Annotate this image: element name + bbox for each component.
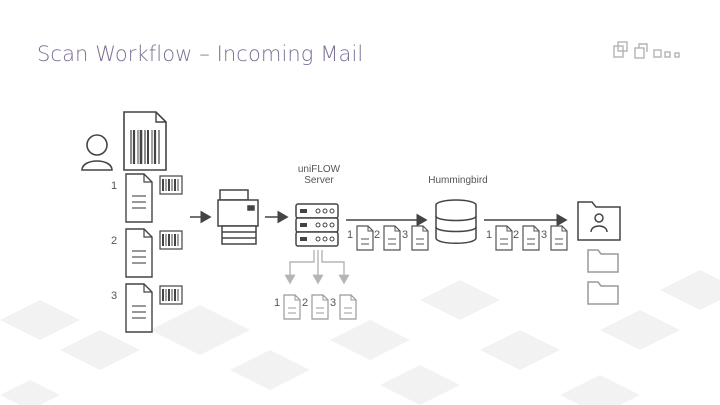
small-document-icon bbox=[283, 294, 301, 320]
small-document-icon bbox=[550, 225, 568, 251]
small-document-icon bbox=[356, 225, 374, 251]
server-output-number: 2 bbox=[302, 297, 309, 309]
folder-user-icon bbox=[577, 201, 621, 241]
server-output-number: 3 bbox=[330, 297, 337, 309]
server-label-line2: Server bbox=[304, 175, 334, 186]
input-doc-number: 2 bbox=[111, 235, 118, 247]
barcode-document-icon bbox=[123, 111, 167, 171]
database-icon bbox=[435, 199, 477, 244]
server-branch-arrows bbox=[284, 250, 350, 285]
server-label: uniFLOW Server bbox=[286, 164, 352, 186]
small-document-icon bbox=[383, 225, 401, 251]
hummingbird-output-number: 3 bbox=[541, 229, 548, 241]
input-documents bbox=[125, 173, 183, 333]
user-icon bbox=[81, 134, 113, 171]
hummingbird-output-number: 1 bbox=[486, 229, 493, 241]
folder-icon bbox=[587, 249, 619, 305]
hummingbird-input-number: 1 bbox=[347, 229, 354, 241]
server-label-line1: uniFLOW bbox=[297, 164, 341, 175]
input-document-icon bbox=[125, 228, 183, 278]
hummingbird-output-number: 2 bbox=[513, 229, 520, 241]
small-document-icon bbox=[411, 225, 429, 251]
input-document-icon bbox=[125, 173, 183, 223]
small-document-icon bbox=[522, 225, 540, 251]
hummingbird-label: Hummingbird bbox=[428, 175, 488, 186]
server-output-number: 1 bbox=[274, 297, 281, 309]
input-document-icon bbox=[125, 283, 183, 333]
small-document-icon bbox=[495, 225, 513, 251]
small-document-icon bbox=[339, 294, 357, 320]
page-title: Scan Workflow – Incoming Mail bbox=[37, 42, 364, 66]
small-document-icon bbox=[311, 294, 329, 320]
hummingbird-input-number: 3 bbox=[402, 229, 409, 241]
server-icon bbox=[295, 203, 339, 247]
scanner-icon bbox=[217, 189, 259, 245]
input-doc-number: 3 bbox=[111, 290, 118, 302]
input-doc-number: 1 bbox=[111, 180, 118, 192]
hummingbird-input-number: 2 bbox=[374, 229, 381, 241]
company-logo bbox=[613, 41, 680, 59]
